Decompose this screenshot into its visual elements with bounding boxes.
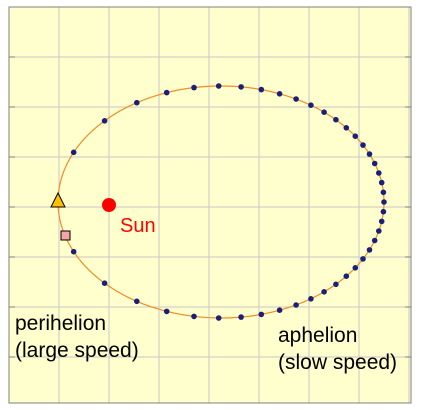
planet-position-dot — [276, 91, 283, 97]
planet-position-dot — [276, 307, 283, 314]
planet-position-dot — [70, 248, 77, 255]
planet-position-dot — [258, 311, 265, 318]
planet-position-dot — [101, 280, 108, 287]
aphelion-speed-label: (slow speed) — [278, 351, 397, 374]
sun-label: Sun — [120, 215, 156, 237]
planet-position-dot — [366, 151, 373, 157]
planet-position-dot — [333, 116, 339, 123]
planet-position-dot — [378, 179, 385, 186]
planet-position-dot — [258, 86, 265, 93]
planet-position-dot — [380, 189, 387, 196]
planet-position-dot — [371, 160, 378, 167]
plot-background — [9, 7, 411, 403]
planet-position-dot — [376, 170, 382, 176]
planet-position-dot — [352, 265, 359, 271]
planet-position-dot — [360, 256, 366, 262]
planet-position-dot — [381, 199, 387, 205]
planet-position-dot — [321, 109, 327, 115]
planet-position-dot — [376, 228, 382, 234]
planet-position-dot — [378, 218, 385, 225]
planet-position-dot — [215, 315, 222, 321]
planet-position-dot — [191, 84, 197, 91]
plot-frame — [8, 6, 412, 404]
planet-position-dot — [134, 298, 140, 305]
planet-position-dot — [293, 302, 299, 308]
planet-position-dot — [163, 308, 170, 315]
planet-position-dot — [163, 89, 170, 96]
planet-position-dot — [380, 208, 387, 215]
planet-position-dot — [308, 296, 314, 302]
planet-position-dot — [191, 313, 197, 320]
aphelion-label: aphelion — [278, 324, 357, 347]
planet-position-dot — [293, 96, 299, 102]
perihelion-speed-label: (large speed) — [15, 339, 139, 362]
planet-position-dot — [238, 314, 244, 320]
square-marker-icon — [60, 230, 71, 241]
planet-position-dot — [134, 99, 140, 106]
planet-position-dot — [360, 142, 366, 148]
grid-lines — [9, 7, 411, 403]
planet-position-dot — [101, 118, 108, 124]
planet-position-dot — [343, 273, 350, 280]
triangle-marker-icon — [50, 191, 66, 208]
perihelion-label: perihelion — [15, 312, 106, 335]
planet-position-dot — [333, 281, 339, 288]
planet-position-dot — [352, 133, 359, 139]
planet-position-dot — [238, 84, 244, 90]
planet-position-dot — [321, 289, 327, 295]
sun-dot-icon — [102, 198, 116, 212]
planet-positions — [70, 83, 387, 321]
planet-position-dot — [371, 237, 378, 244]
planet-position-dot — [70, 149, 77, 156]
planet-position-dot — [343, 125, 350, 131]
planet-position-dot — [366, 247, 373, 253]
planet-position-dot — [215, 83, 222, 89]
planet-position-dot — [308, 102, 314, 108]
